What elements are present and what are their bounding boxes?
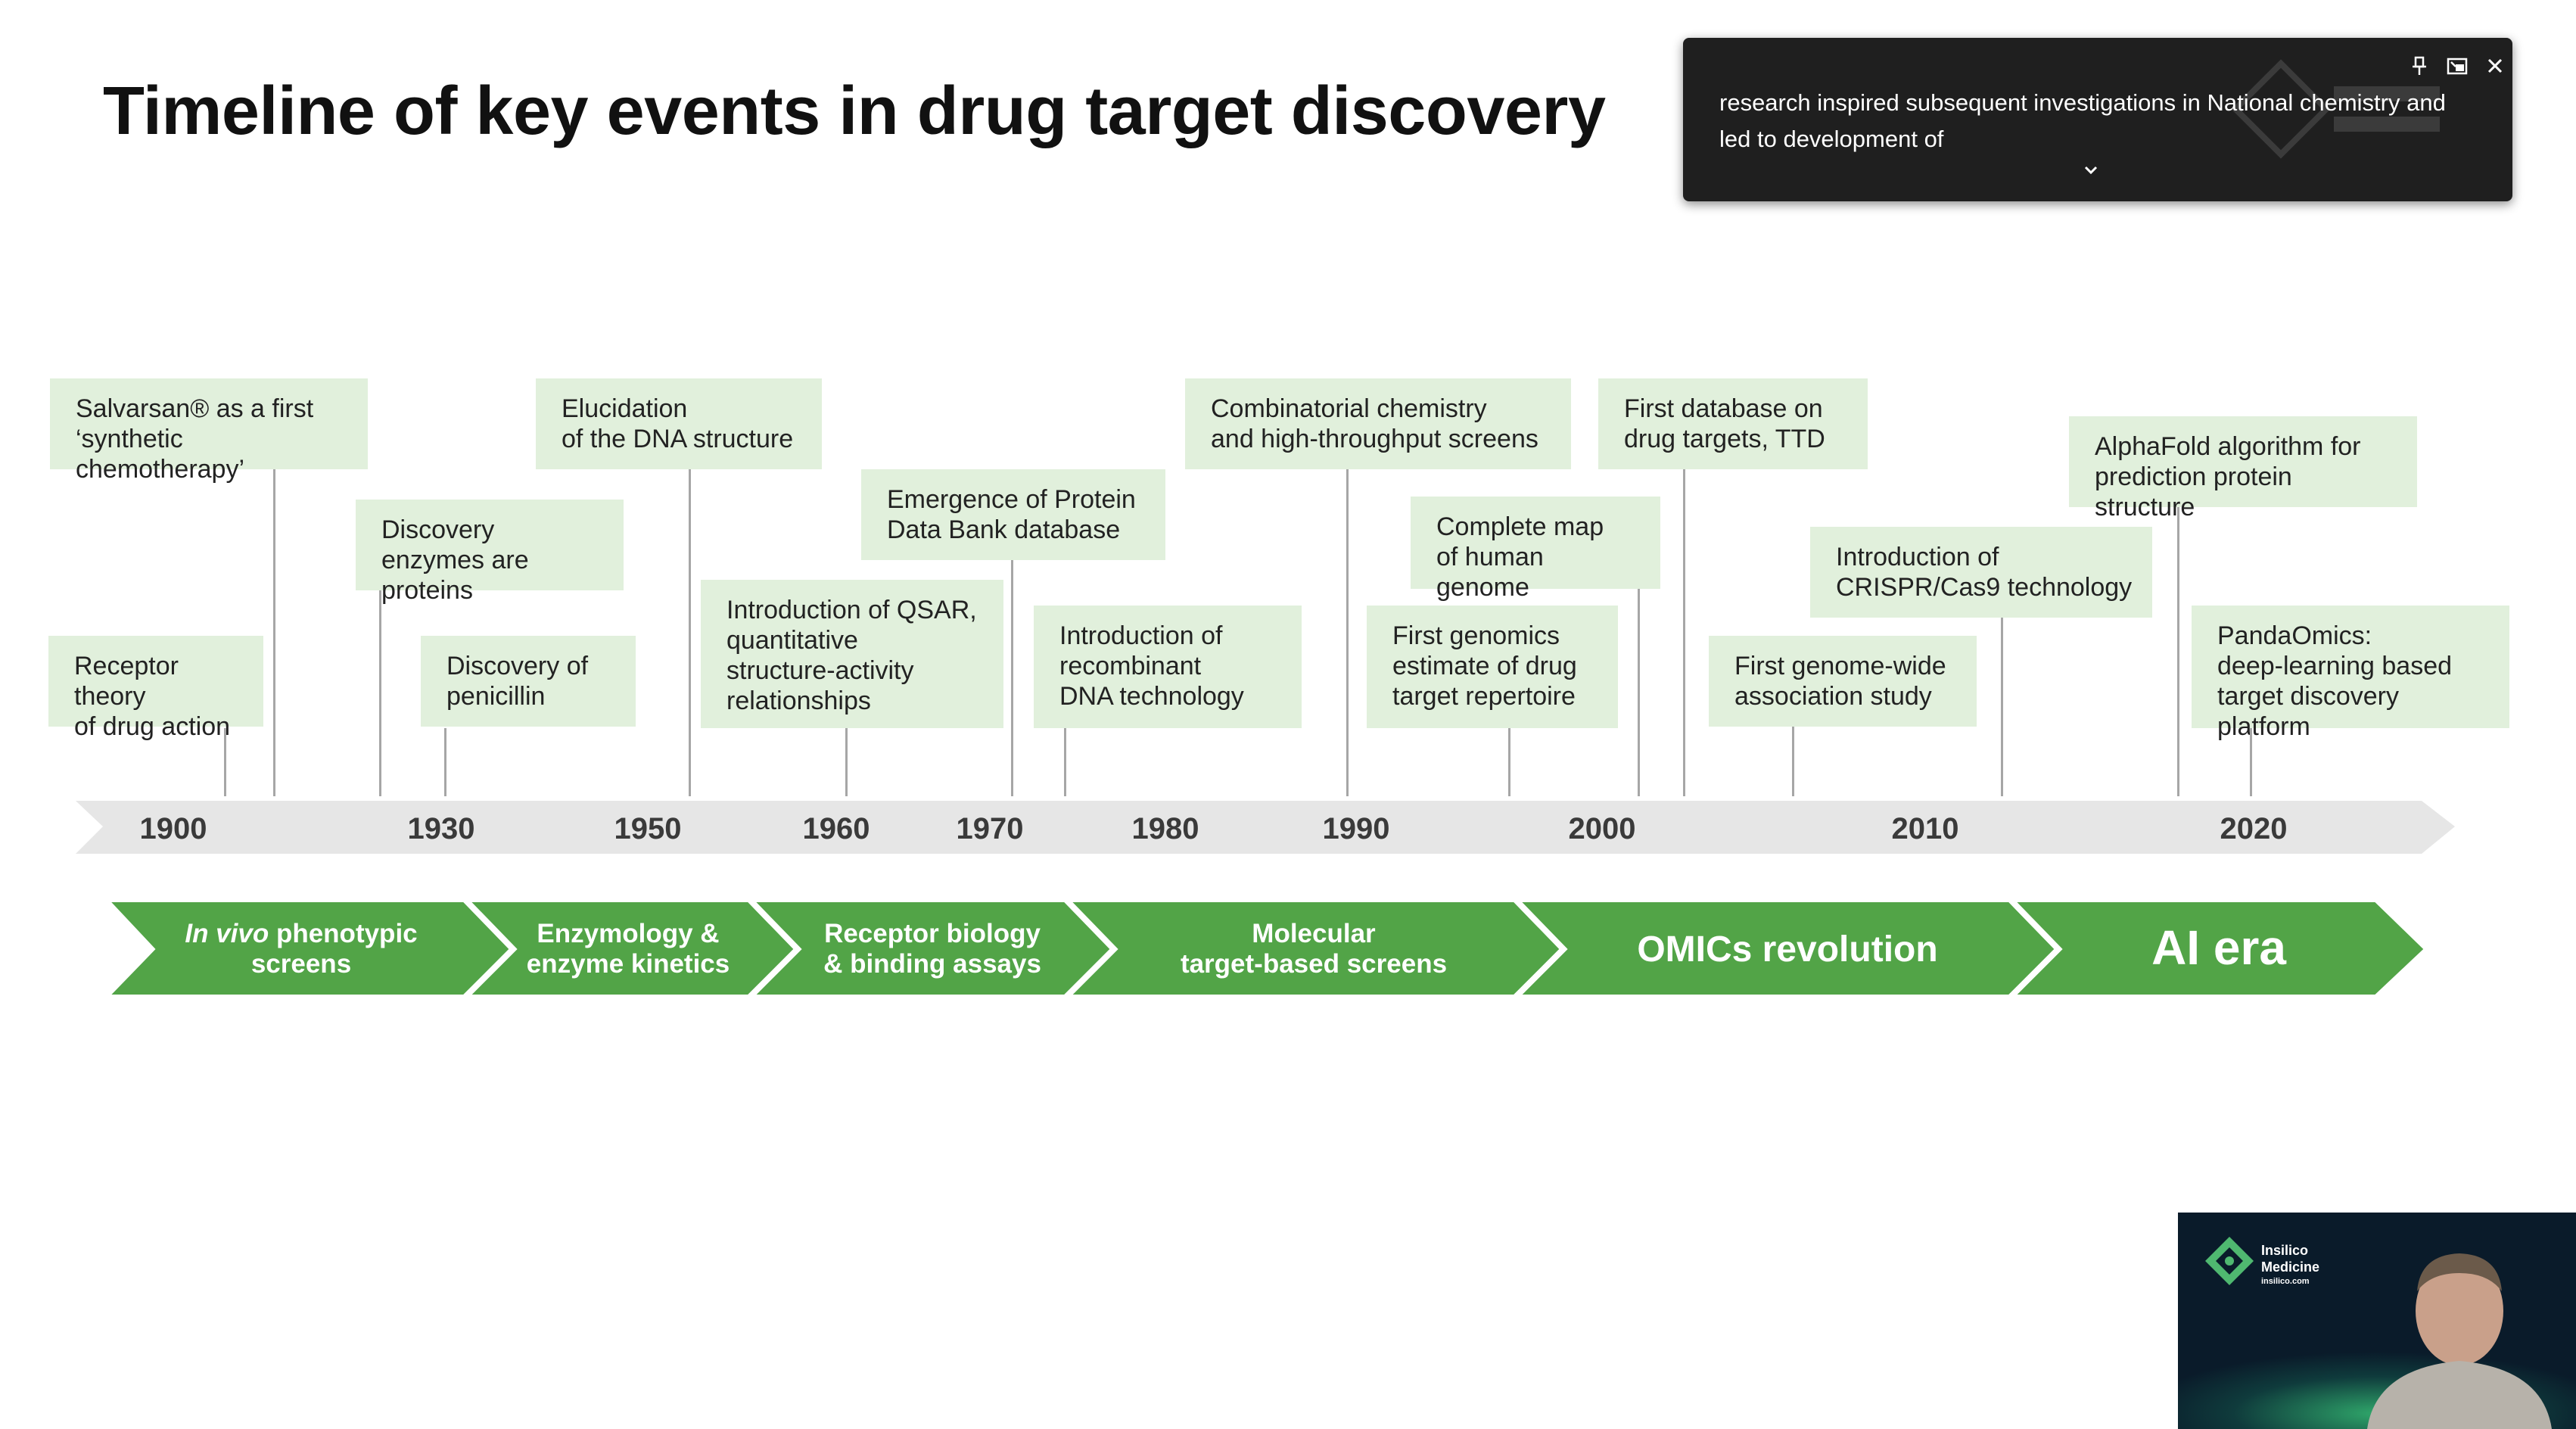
year-label-1900: 1900	[140, 812, 207, 845]
era-chevron-ai	[2002, 896, 2432, 1001]
insilico-logo	[2205, 1237, 2254, 1285]
era-label-molecular: Molecular	[1252, 919, 1376, 948]
year-label-2000: 2000	[1569, 812, 1636, 845]
connector-line	[444, 728, 446, 796]
chevron-down-icon[interactable]	[2080, 159, 2102, 182]
connector-line	[2250, 728, 2252, 796]
year-label-1970: 1970	[957, 812, 1024, 845]
event-dna-structure: Elucidation of the DNA structure	[536, 378, 822, 469]
live-caption-panel[interactable]: research inspired subsequent investigati…	[1683, 38, 2512, 201]
year-label-2020: 2020	[2220, 812, 2288, 845]
era-label-receptor-line2: & binding assays	[823, 949, 1041, 979]
connector-line	[1508, 728, 1510, 796]
event-human-genome: Complete map of human genome	[1411, 497, 1660, 602]
brand-name-line2: Medicine	[2261, 1259, 2319, 1275]
event-salvarsan: Salvarsan® as a first ‘synthetic chemoth…	[50, 378, 368, 484]
connector-line	[224, 728, 226, 796]
pin-icon[interactable]	[2408, 54, 2431, 77]
event-genomics-estimate: First genomics estimate of drug target r…	[1367, 606, 1618, 728]
connector-line	[2177, 507, 2179, 796]
event-receptor-theory: Receptor theory of drug action	[48, 636, 263, 741]
insilico-logo-watermark	[2231, 59, 2440, 159]
era-chevron-receptor	[742, 896, 1118, 1001]
year-label-1990: 1990	[1323, 812, 1390, 845]
era-label-receptor: Receptor biology	[824, 919, 1041, 948]
connector-line	[1683, 469, 1685, 796]
connector-line	[379, 590, 381, 796]
speaker-video-frame: Insilico Medicine insilico.com	[2178, 1213, 2576, 1429]
year-label-2010: 2010	[1892, 812, 1959, 845]
connector-line	[1346, 469, 1349, 796]
event-combinatorial: Combinatorial chemistry and high-through…	[1185, 378, 1571, 469]
connector-line	[2001, 618, 2003, 796]
year-label-1930: 1930	[408, 812, 475, 845]
event-recombinant-dna: Introduction of recombinant DNA technolo…	[1034, 606, 1302, 728]
event-enzymes-proteins: Discovery enzymes are proteins	[356, 500, 624, 605]
era-label-in-vivo: In vivo phenotypic	[185, 919, 417, 948]
event-crispr: Introduction of CRISPR/Cas9 technology	[1810, 527, 2152, 618]
popout-icon[interactable]	[2446, 54, 2469, 77]
connector-line	[1638, 589, 1640, 796]
era-label-molecular-line2: target-based screens	[1181, 949, 1447, 979]
era-chevron-molecular	[1058, 896, 1568, 1001]
era-label-omics: OMICs revolution	[1637, 929, 1937, 970]
caption-text: research inspired subsequent investigati…	[1719, 89, 2446, 152]
brand-name-line1: Insilico	[2261, 1243, 2308, 1258]
year-label-1950: 1950	[614, 812, 682, 845]
event-gwas: First genome-wide association study	[1709, 636, 1977, 727]
era-band: In vivo phenotypic screens Enzymology & …	[97, 896, 2432, 1001]
event-pdb: Emergence of Protein Data Bank database	[861, 469, 1165, 560]
era-label-ai: AI era	[2151, 920, 2286, 975]
connector-line	[1011, 560, 1013, 796]
event-pandaomics: PandaOmics: deep-learning based target d…	[2192, 606, 2509, 741]
event-ttd: First database on drug targets, TTD	[1598, 378, 1868, 469]
year-label-1960: 1960	[803, 812, 870, 845]
connector-line	[689, 469, 691, 796]
speaker-silhouette	[2367, 1253, 2552, 1429]
era-chevron-in-vivo	[97, 896, 518, 1001]
era-label-enzymology: Enzymology &	[537, 919, 719, 948]
era-chevron-enzymology	[457, 896, 802, 1001]
event-qsar: Introduction of QSAR, quantitative struc…	[701, 580, 1003, 728]
connector-line	[1064, 728, 1066, 796]
era-label-enzymology-line2: enzyme kinetics	[527, 949, 730, 979]
year-label-1980: 1980	[1132, 812, 1199, 845]
event-penicillin: Discovery of penicillin	[421, 636, 636, 727]
close-icon[interactable]	[2484, 54, 2506, 77]
year-band	[76, 801, 2455, 854]
connector-line	[1792, 727, 1794, 796]
connector-line	[845, 728, 848, 796]
era-label-in-vivo-line2: screens	[251, 949, 351, 979]
speaker-video[interactable]: Insilico Medicine insilico.com	[2178, 1213, 2576, 1429]
slide-title: Timeline of key events in drug target di…	[103, 73, 1606, 149]
connector-line	[273, 469, 275, 796]
brand-url: insilico.com	[2261, 1277, 2310, 1286]
